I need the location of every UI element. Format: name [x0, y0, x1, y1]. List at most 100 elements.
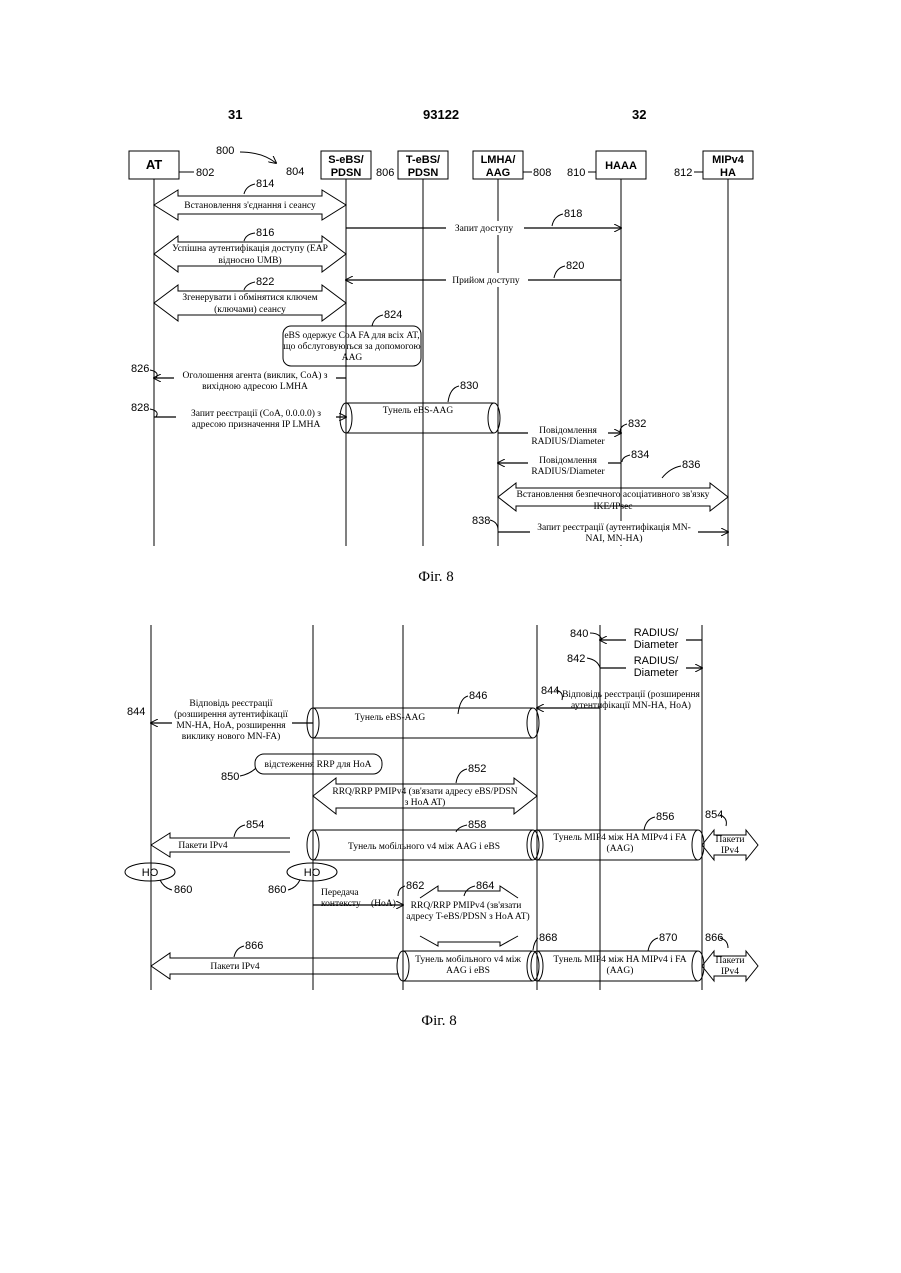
svg-text:Запит реєстрації (CoA, 0.0.0.0: Запит реєстрації (CoA, 0.0.0.0) з [191, 408, 321, 419]
msg-854-right: Пакети IPv4 854 [702, 809, 758, 860]
svg-text:836: 836 [682, 459, 700, 471]
msg-862: Передача контексту (HoA) 862 [313, 880, 424, 909]
msg-828: Запит реєстрації (CoA, 0.0.0.0) з адресо… [131, 402, 346, 430]
ref-800: 800 [216, 145, 234, 157]
figure-b-caption: Фіг. 8 [421, 1013, 456, 1029]
msg-838: Запит реєстрації (аутентифікація MN- NAI… [472, 515, 728, 545]
tunnel-856: Тунель MIP4 між HA MIPv4 і FA (AAG) 856 [531, 811, 704, 860]
msg-854-left: Пакети IPv4 854 [151, 819, 290, 857]
svg-text:контексту: контексту [321, 899, 361, 909]
svg-text:RADIUS/Diameter: RADIUS/Diameter [531, 437, 605, 447]
svg-text:860: 860 [268, 884, 286, 896]
svg-text:(розширення аутентифікації: (розширення аутентифікації [174, 709, 288, 720]
svg-text:Пакети: Пакети [716, 835, 745, 845]
svg-text:868: 868 [539, 932, 557, 944]
svg-text:Успішна аутентифікація доступу: Успішна аутентифікація доступу (EAP [172, 243, 328, 254]
figure-b: RADIUS/ Diameter 840 RADIUS/ Diameter 84… [125, 625, 758, 1029]
msg-866-left: Пакети IPv4 866 [151, 940, 399, 979]
svg-text:Встановлення з'єднання і сеанс: Встановлення з'єднання і сеансу [184, 201, 316, 211]
svg-text:828: 828 [131, 402, 149, 414]
msg-844-right: Відповідь реєстрації (розширення аутенти… [537, 685, 701, 711]
ho-marker-1: HO 860 [125, 863, 192, 896]
svg-text:HO: HO [304, 867, 321, 879]
svg-text:AAG: AAG [342, 353, 363, 363]
svg-text:Diameter: Diameter [634, 639, 679, 651]
svg-text:Відповідь реєстрації: Відповідь реєстрації [189, 699, 273, 709]
tunnel-868: Тунель мобільного v4 між AAG і eBS 868 [397, 932, 557, 981]
svg-text:S-eBS/: S-eBS/ [328, 154, 363, 166]
svg-text:Пакети IPv4: Пакети IPv4 [210, 962, 259, 972]
svg-text:RADIUS/: RADIUS/ [634, 655, 680, 667]
svg-text:T-eBS/: T-eBS/ [406, 154, 440, 166]
svg-text:Пакети IPv4: Пакети IPv4 [178, 841, 227, 851]
svg-text:834: 834 [631, 449, 649, 461]
tunnel-858: Тунель мобільного v4 між AAG і eBS 858 [307, 819, 539, 860]
entity-haaa: HAAA 810 [567, 151, 646, 179]
svg-text:860: 860 [174, 884, 192, 896]
svg-text:RADIUS/: RADIUS/ [634, 627, 680, 639]
svg-text:804: 804 [286, 166, 304, 178]
svg-text:852: 852 [468, 763, 486, 775]
svg-text:LMHA/: LMHA/ [481, 154, 516, 166]
note-850: відстеження RRP для HoA 850 [221, 754, 382, 783]
svg-text:Відповідь реєстрації (розширен: Відповідь реєстрації (розширення [562, 689, 700, 700]
note-824: eBS одержує CoA FA для всіх AT, що обслу… [283, 309, 421, 366]
svg-text:PDSN: PDSN [331, 167, 362, 179]
svg-text:Diameter: Diameter [634, 667, 679, 679]
svg-text:830: 830 [460, 380, 478, 392]
document-number: 93122 [423, 107, 459, 122]
svg-text:RRQ/RRP PMIPv4 (зв'язати: RRQ/RRP PMIPv4 (зв'язати [411, 900, 522, 911]
svg-text:IKE/IPsec: IKE/IPsec [593, 502, 632, 512]
svg-text:з HoA AT): з HoA AT) [405, 797, 446, 808]
svg-text:адресою призначення IP LMHA: адресою призначення IP LMHA [192, 420, 321, 430]
svg-text:AAG і eBS: AAG і eBS [446, 966, 490, 976]
svg-text:(AAG): (AAG) [607, 965, 634, 976]
svg-text:844: 844 [541, 685, 559, 697]
svg-text:808: 808 [533, 167, 551, 179]
svg-text:вихідною адресою LMHA: вихідною адресою LMHA [202, 382, 308, 392]
svg-text:866: 866 [245, 940, 263, 952]
svg-text:856: 856 [656, 811, 674, 823]
svg-text:відносно UMB): відносно UMB) [218, 255, 281, 266]
svg-text:Запит доступу: Запит доступу [455, 224, 513, 234]
svg-text:840: 840 [570, 628, 588, 640]
svg-text:адресу T-eBS/PDSN з HoA AT): адресу T-eBS/PDSN з HoA AT) [406, 911, 529, 922]
svg-text:Тунель eBS-AAG: Тунель eBS-AAG [383, 406, 454, 416]
msg-832: Повідомлення RADIUS/Diameter 832 [498, 418, 646, 448]
svg-text:AT: AT [146, 157, 162, 172]
svg-text:864: 864 [476, 880, 494, 892]
svg-text:806: 806 [376, 167, 394, 179]
svg-text:Повідомлення: Повідомлення [539, 426, 597, 436]
svg-text:832: 832 [628, 418, 646, 430]
tunnel-846: Тунель eBS-AAG 846 [307, 690, 539, 738]
svg-text:RADIUS/Diameter: RADIUS/Diameter [531, 467, 605, 477]
svg-text:eBS одержує CoA FA для всіх AT: eBS одержує CoA FA для всіх AT, [284, 331, 419, 341]
svg-text:AAG: AAG [486, 167, 510, 179]
svg-text:IPv4: IPv4 [721, 846, 739, 856]
svg-text:(ключами) сеансу: (ключами) сеансу [214, 304, 286, 315]
msg-844-left: Відповідь реєстрації (розширення аутенти… [127, 697, 313, 745]
svg-text:814: 814 [256, 178, 274, 190]
page-number-right: 32 [632, 107, 646, 122]
svg-text:816: 816 [256, 227, 274, 239]
svg-text:844: 844 [127, 706, 145, 718]
page-number-left: 31 [228, 107, 242, 122]
svg-text:Оголошення агента (виклик, CoA: Оголошення агента (виклик, CoA) з [182, 370, 327, 381]
svg-text:820: 820 [566, 260, 584, 272]
svg-text:що обслуговуються за допомогою: що обслуговуються за допомогою [283, 341, 420, 352]
svg-text:846: 846 [469, 690, 487, 702]
msg-816: Успішна аутентифікація доступу (EAP відн… [154, 227, 346, 272]
svg-text:822: 822 [256, 276, 274, 288]
svg-text:відстеження RRP для HoA: відстеження RRP для HoA [265, 760, 372, 770]
msg-834: Повідомлення RADIUS/Diameter 834 [498, 449, 649, 478]
svg-text:Встановлення безпечного асоціа: Встановлення безпечного асоціативного зв… [517, 489, 710, 500]
svg-text:Запит реєстрації (аутентифікац: Запит реєстрації (аутентифікація MN- [537, 522, 691, 533]
svg-text:Тунель MIP4 між HA MIPv4 і FA: Тунель MIP4 між HA MIPv4 і FA [553, 833, 686, 843]
svg-text:Тунель мобільного v4 між: Тунель мобільного v4 між [415, 954, 521, 965]
svg-text:MIPv4: MIPv4 [712, 154, 745, 166]
figure-a-caption: Фіг. 8 [418, 569, 453, 585]
svg-text:Передача: Передача [321, 888, 359, 898]
msg-864: RRQ/RRP PMIPv4 (зв'язати адресу T-eBS/PD… [406, 880, 529, 946]
svg-text:850: 850 [221, 771, 239, 783]
